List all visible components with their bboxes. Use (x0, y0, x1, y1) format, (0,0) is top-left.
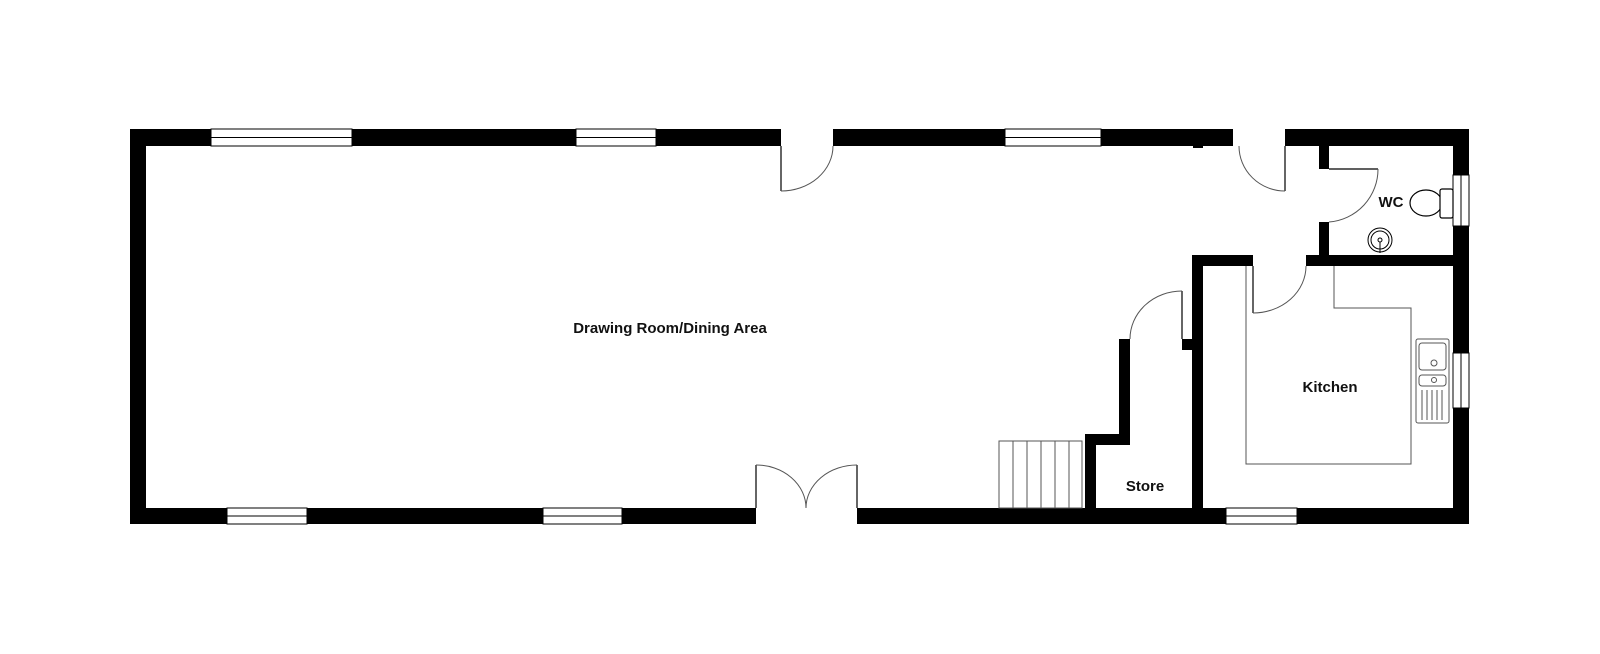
window-bottom-3 (1225, 507, 1298, 525)
room-label-wc: WC (1379, 194, 1404, 211)
door-top-left (780, 145, 834, 192)
window-right-wc (1452, 174, 1470, 227)
door-store (1129, 290, 1183, 340)
room-label-store: Store (1126, 478, 1164, 495)
window-top-1 (210, 128, 353, 147)
window-bottom-1 (226, 507, 308, 525)
windows (210, 128, 1470, 525)
kitchen-counter (1245, 266, 1412, 465)
window-top-3 (1004, 128, 1102, 147)
window-top-2 (575, 128, 657, 147)
door-top-right (1238, 145, 1286, 192)
door-wc (1328, 168, 1379, 223)
door-kitchen (1252, 265, 1307, 314)
room-label-kitchen: Kitchen (1302, 379, 1357, 396)
door-bottom-double (755, 464, 858, 509)
room-label-drawing: Drawing Room/Dining Area (573, 320, 767, 337)
window-bottom-2 (542, 507, 623, 525)
toilet-icon (1409, 188, 1454, 219)
staircase (998, 440, 1083, 509)
kitchen-sink-icon (1415, 338, 1450, 424)
doors (755, 145, 1379, 509)
basin-icon (1367, 227, 1393, 253)
window-right-kitchen (1452, 352, 1470, 409)
